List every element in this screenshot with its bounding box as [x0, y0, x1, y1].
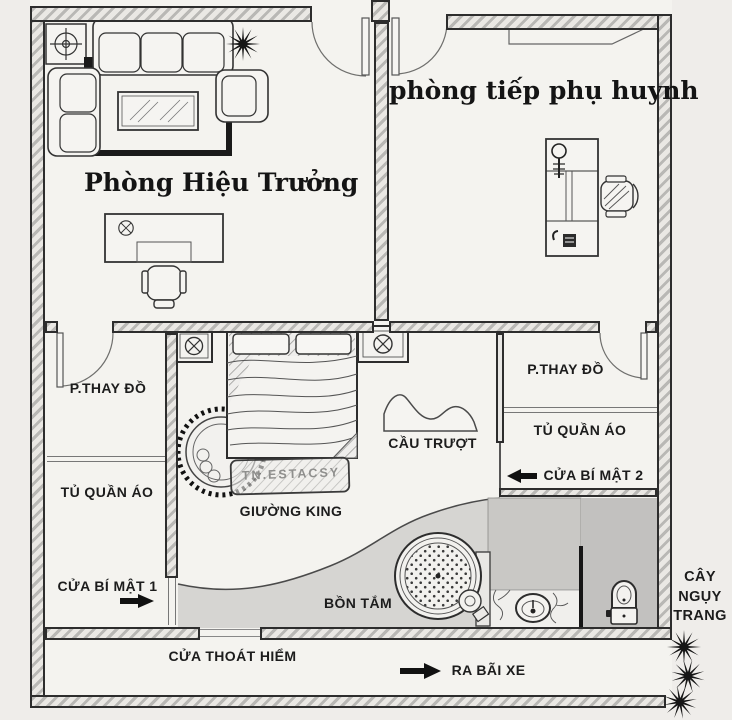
label-bathtub: BỒN TẮM: [323, 595, 393, 611]
wall-mid-a: [45, 321, 58, 333]
sofa-three-seat: [92, 17, 234, 76]
room-title-parent-reception: phòng tiếp phụ huynh: [389, 76, 699, 105]
principal-room-furniture: [45, 17, 269, 309]
label-changing-left: P.THAY ĐỒ: [69, 380, 147, 396]
soap-tray: [471, 605, 490, 623]
wall-bottom-b: [260, 627, 672, 640]
door-arc-changing-right: [599, 332, 646, 379]
wall-bottom-a: [45, 627, 200, 640]
wall-corridor-bottom: [30, 695, 666, 708]
label-wardrobe-left: TỦ QUẦN ÁO: [60, 484, 154, 500]
sofa-loveseat: [47, 67, 101, 157]
coffee-table: [117, 91, 199, 131]
toilet-partition: [579, 546, 583, 628]
bedroom-furniture: [175, 325, 479, 498]
arrow-right-icon: [120, 594, 154, 608]
door-arc-reception: [394, 21, 448, 75]
arrow-right-icon: [400, 663, 441, 679]
label-changing-right: P.THAY ĐỒ: [527, 361, 604, 377]
door-leaf: [640, 332, 648, 380]
wall-mid-d: [645, 321, 657, 333]
desk-chair: [141, 265, 187, 309]
wall-thin-bedroom: [499, 443, 501, 488]
printer-icon: [552, 230, 576, 247]
floor-cracks: [493, 589, 569, 624]
lamp-icon: [50, 28, 82, 60]
reception-desk: [545, 138, 599, 257]
bath-platform-zone: [487, 497, 582, 591]
wall-mid-c: [389, 321, 600, 333]
wall-top-stub: [371, 0, 390, 22]
arrow-left-icon: [507, 469, 537, 483]
wall-mid-b: [112, 321, 374, 333]
label-emergency-exit: CỬA THOÁT HIỂM: [168, 648, 297, 664]
door-leaf: [56, 332, 64, 388]
pillow: [232, 333, 290, 355]
label-wardrobe-right: TỦ QUẦN ÁO: [533, 422, 627, 438]
wall-bedroom-right: [496, 333, 504, 443]
pillow: [295, 333, 352, 355]
wall-top-left: [30, 6, 312, 22]
exit-door-leaf: [200, 629, 260, 637]
door-arc-changing-left: [59, 332, 114, 387]
nightstand-left: [175, 329, 213, 363]
label-secret-door-1: CỬA BÍ MẬT 1: [57, 578, 158, 594]
divider-right-rooms: [504, 407, 657, 413]
toilet: [606, 580, 638, 625]
label-camouflage-tree: CÂY NGỤY TRANG: [673, 569, 727, 625]
blanket-waves: [226, 355, 358, 446]
doors: [56, 17, 648, 388]
slide-shape: [383, 394, 479, 432]
reception-furniture: [508, 25, 649, 257]
reception-counter: [508, 25, 649, 45]
office-chair: [600, 175, 639, 218]
label-king-bed: GIƯỜNG KING: [239, 503, 343, 519]
room-title-principal: Phòng Hiệu Trưởng: [84, 168, 359, 197]
door-arc-principal: [311, 21, 367, 77]
divider-left-rooms: [47, 456, 165, 462]
wall-right: [657, 14, 672, 640]
armchair: [215, 69, 269, 123]
tub-faucet: [458, 589, 490, 623]
label-slide: CẦU TRƯỢT: [388, 435, 477, 451]
secret-door-1-leaf: [168, 578, 176, 625]
bathroom-fixtures: [394, 532, 638, 627]
wall-left-rooms: [165, 333, 178, 578]
door-leaf: [361, 17, 370, 76]
desk-lamp-icon: [551, 143, 567, 178]
principal-desk: [104, 213, 224, 263]
wall-top-right: [446, 14, 672, 30]
king-bed: [226, 329, 358, 459]
bed-bench: [229, 456, 351, 496]
label-secret-door-2: CỬA BÍ MẬT 2: [543, 467, 644, 483]
wall-left: [30, 6, 45, 708]
sink: [515, 593, 551, 623]
door-leaf: [391, 17, 400, 76]
label-to-parking: RA BÃI XE: [451, 662, 526, 678]
wall-room-divider: [374, 22, 389, 321]
wall-secret2: [499, 488, 657, 497]
